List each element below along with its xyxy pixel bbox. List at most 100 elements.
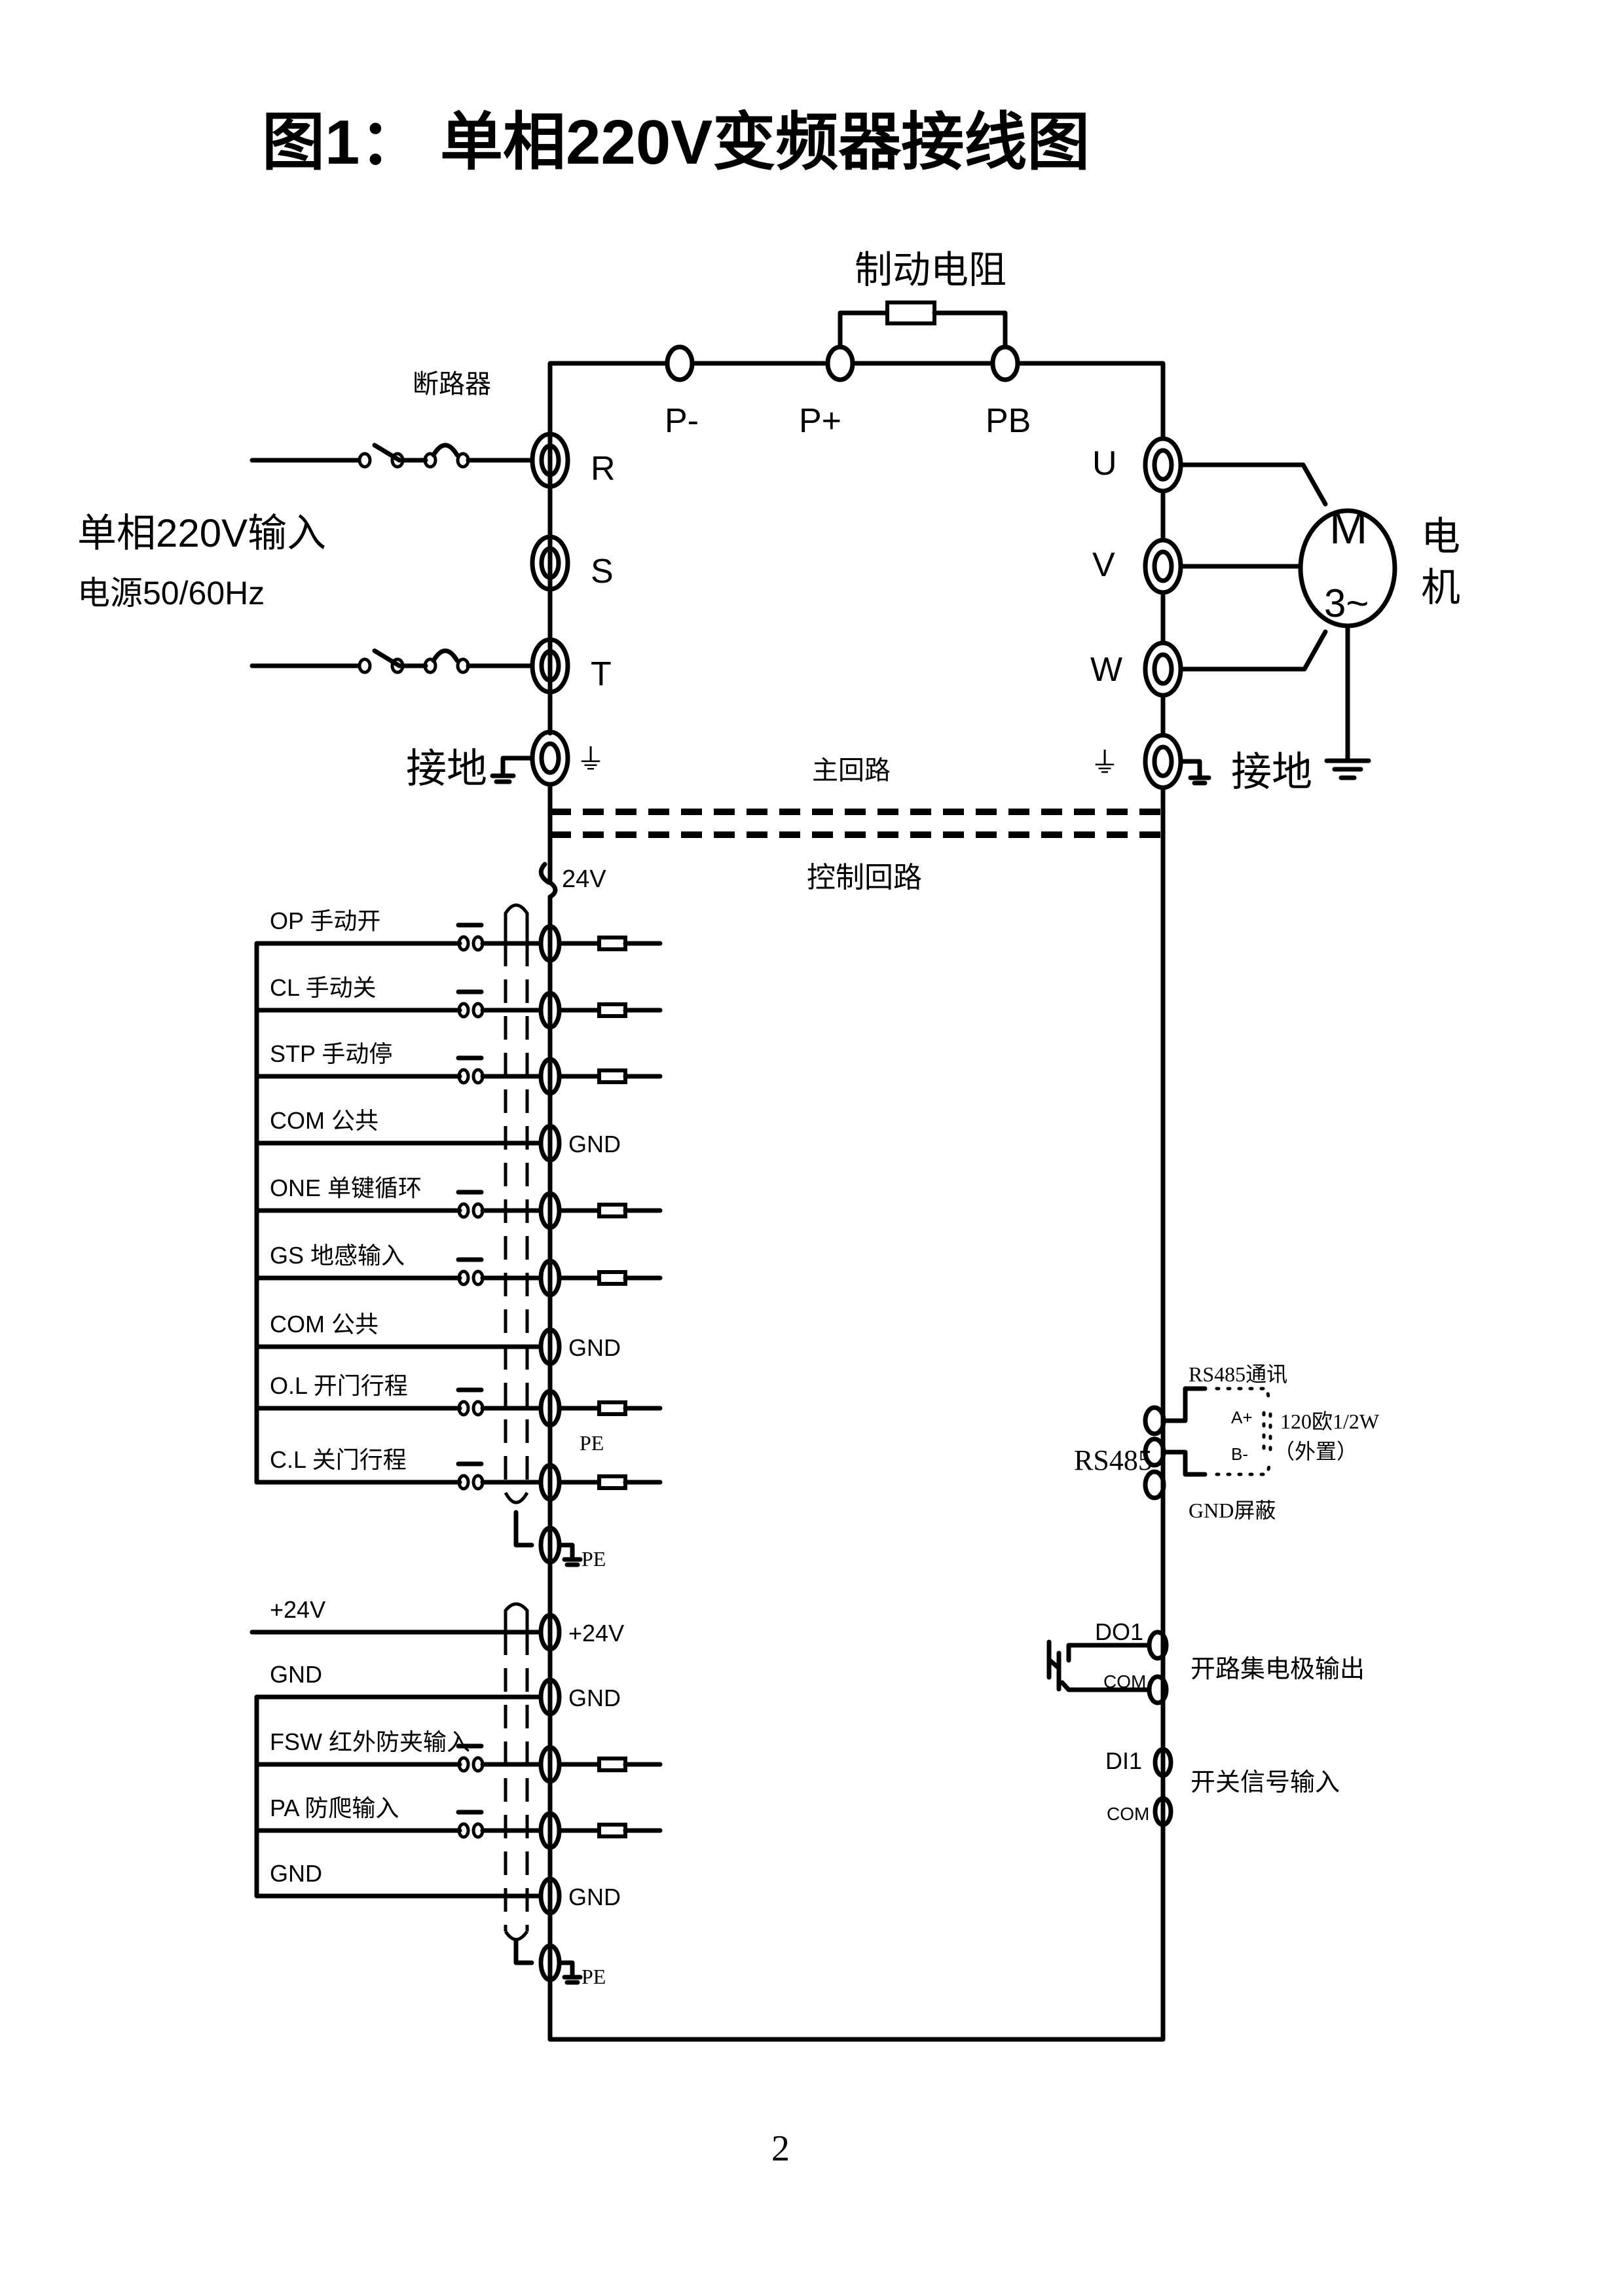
resistor-symbol bbox=[597, 1002, 627, 1018]
terminal-circle bbox=[538, 991, 562, 1030]
terminal-circle bbox=[538, 1876, 562, 1916]
di1-description: 开关信号输入 bbox=[1190, 1769, 1340, 1796]
terminal-circle bbox=[538, 1613, 562, 1652]
termination-resistor-note: （外置） bbox=[1274, 1440, 1357, 1463]
resistor-symbol bbox=[885, 301, 936, 325]
supply-24v-label: 24V bbox=[562, 866, 606, 893]
control-circuit-label: 控制回路 bbox=[807, 862, 922, 894]
terminal-label: GND bbox=[568, 1685, 621, 1711]
input-frequency-label: 电源50/60Hz bbox=[77, 575, 265, 611]
terminal-w-label: W bbox=[1090, 651, 1122, 689]
terminal-r-label: R bbox=[591, 450, 616, 488]
row-label: CL 手动关 bbox=[270, 974, 377, 1001]
main-circuit-label: 主回路 bbox=[812, 756, 891, 785]
terminal-circle bbox=[538, 1327, 562, 1366]
resistor-symbol bbox=[597, 1823, 627, 1838]
row-label: GS 地感输入 bbox=[270, 1242, 405, 1269]
do1-label: DO1 bbox=[1095, 1618, 1143, 1645]
pe-terminal-2: PE bbox=[538, 1943, 606, 1988]
switch-contact bbox=[457, 1756, 470, 1773]
terminal-s-label: S bbox=[591, 553, 614, 591]
terminal-r bbox=[530, 431, 570, 489]
terminal-circle bbox=[538, 924, 562, 963]
row-label: GND bbox=[270, 1661, 322, 1688]
terminal-label: GND bbox=[568, 1334, 621, 1361]
di1-com-label: COM bbox=[1107, 1804, 1149, 1824]
input-label: 单相220V输入 bbox=[77, 511, 326, 555]
page-number: 2 bbox=[771, 2128, 790, 2169]
group1-row-4: ONE 单键循环 bbox=[254, 1175, 663, 1230]
terminal-circle bbox=[538, 1057, 562, 1096]
terminal-label: GND bbox=[568, 1884, 621, 1910]
terminal-p-minus-label: P- bbox=[665, 402, 699, 440]
terminal-t-label: T bbox=[591, 655, 612, 693]
control-group-2 bbox=[254, 1569, 553, 1967]
terminal-circle bbox=[538, 1258, 562, 1298]
rs485-shield-terminal bbox=[1143, 1469, 1166, 1501]
group1-row-5: GS 地感输入 bbox=[254, 1242, 663, 1298]
terminal-s bbox=[530, 534, 570, 592]
digital-output-section: DO1 COM 开路集电极输出 bbox=[1046, 1618, 1365, 1829]
row-label: ONE 单键循环 bbox=[270, 1175, 422, 1201]
rs485-section: RS485 RS485通讯 A+ B- 120欧1/2W （外置） GND屏蔽 bbox=[1074, 1362, 1380, 1522]
switch-contact bbox=[457, 1269, 470, 1286]
do1-com-label: COM bbox=[1103, 1671, 1146, 1692]
output-terminals: U V W ⏚ bbox=[1090, 436, 1183, 790]
pe-label-mid: PE bbox=[580, 1431, 604, 1455]
terminal-ground-left bbox=[530, 729, 570, 787]
ground-right: 接地 bbox=[1178, 750, 1312, 795]
terminal-v bbox=[1143, 538, 1183, 595]
terminal-p-plus bbox=[825, 344, 855, 382]
motor: M 3~ 电 机 bbox=[1178, 462, 1460, 780]
group1-row-0: OP 手动开 bbox=[254, 907, 663, 963]
row-label: GND bbox=[270, 1860, 322, 1887]
breaker-label: 断路器 bbox=[413, 370, 491, 399]
rs485-shield-label: GND屏蔽 bbox=[1189, 1499, 1276, 1522]
di1-label: DI1 bbox=[1105, 1747, 1142, 1774]
inverter-box bbox=[547, 361, 1166, 2042]
terminal-label: +24V bbox=[568, 1620, 624, 1647]
row-label: FSW 红外防夹输入 bbox=[270, 1728, 470, 1755]
dc-terminals: P- P+ PB bbox=[665, 344, 1031, 440]
motor-symbol-phase: 3~ bbox=[1324, 581, 1369, 625]
digital-input-section: DI1 COM 开关信号输入 bbox=[1105, 1747, 1340, 1827]
input-terminals: R S T bbox=[530, 431, 616, 787]
row-label: COM 公共 bbox=[270, 1107, 378, 1134]
group1-row-2: STP 手动停 bbox=[254, 1040, 663, 1096]
resistor-symbol bbox=[597, 1203, 627, 1218]
terminal-ground-right bbox=[1143, 733, 1183, 790]
ground-label-left: 接地 bbox=[406, 746, 487, 792]
terminal-circle bbox=[538, 1677, 562, 1717]
brake-resistor-label: 制动电阻 bbox=[855, 249, 1006, 291]
terminal-circle bbox=[538, 1389, 562, 1428]
ground-symbol-left-icon: ⏚ bbox=[576, 744, 605, 776]
group2-row-3: PA 防爬输入 bbox=[254, 1795, 663, 1850]
group1-row-1: CL 手动关 bbox=[254, 974, 663, 1030]
rs485-a-label: A+ bbox=[1231, 1408, 1253, 1427]
motor-label-1: 电 bbox=[1421, 515, 1460, 558]
resistor-symbol bbox=[597, 1757, 627, 1772]
terminal-pb bbox=[990, 344, 1020, 382]
switch-contact bbox=[457, 1068, 470, 1085]
rs485-b-label: B- bbox=[1231, 1444, 1248, 1464]
rs485-label: RS485 bbox=[1074, 1444, 1153, 1476]
group2-row-4: GND GND bbox=[254, 1860, 621, 1916]
pe-label-2: PE bbox=[581, 1965, 606, 1988]
switch-contact bbox=[457, 1002, 470, 1019]
ground-label-right: 接地 bbox=[1231, 750, 1312, 795]
switch-contact bbox=[457, 935, 470, 952]
breaker-t bbox=[249, 648, 534, 674]
control-group-1: 24V bbox=[254, 862, 606, 1574]
group1-row-7: O.L 开门行程 bbox=[254, 1372, 663, 1428]
resistor-symbol bbox=[597, 1400, 627, 1416]
terminal-v-label: V bbox=[1092, 546, 1115, 584]
terminal-circle bbox=[538, 1463, 562, 1502]
terminal-circle bbox=[538, 1123, 562, 1163]
terminal-circle bbox=[538, 1811, 562, 1850]
terminal-u-label: U bbox=[1092, 445, 1117, 483]
ground-symbol-right-icon: ⏚ bbox=[1090, 747, 1119, 779]
di1-com-terminal bbox=[1153, 1796, 1173, 1827]
terminal-circle bbox=[538, 1745, 562, 1784]
